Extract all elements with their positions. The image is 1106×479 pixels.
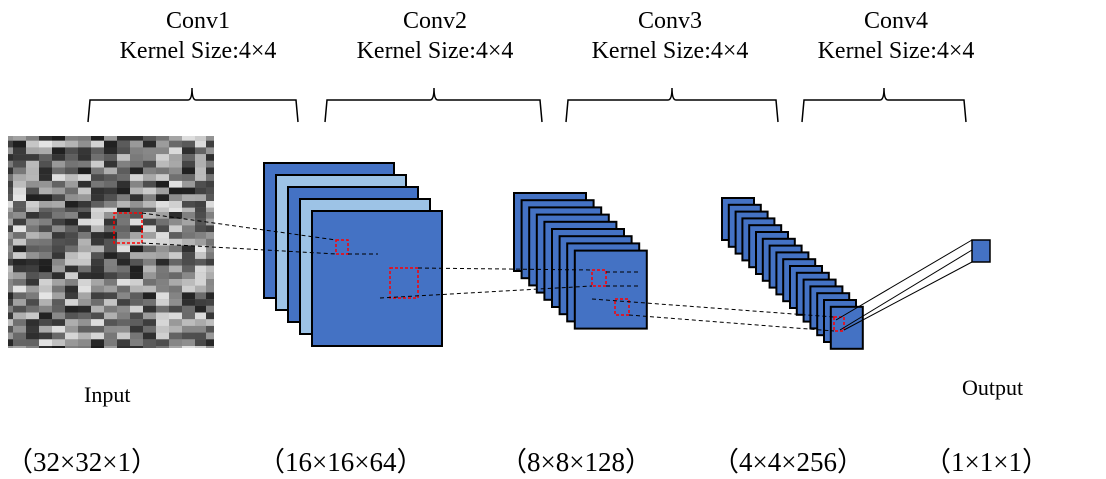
conv3-kernel-size: Kernel Size:4×4 <box>591 38 749 64</box>
input-receptive-field <box>113 212 143 244</box>
conv1-header: Conv1 Kernel Size:4×4 <box>78 6 318 66</box>
conv2-dimensions: （8×8×128） <box>500 447 652 477</box>
output-label: Output <box>962 375 1024 400</box>
conv1-receptive-field-a <box>335 239 349 255</box>
input-label: Input <box>84 382 131 407</box>
conv2-kernel-size: Kernel Size:4×4 <box>356 38 514 64</box>
conv2-receptive-field-a <box>591 269 607 287</box>
conv2-header: Conv2 Kernel Size:4×4 <box>315 6 555 66</box>
conv2-brace <box>324 87 543 123</box>
conv4-header: Conv4 Kernel Size:4×4 <box>776 6 1016 66</box>
receptive-fields <box>113 212 845 332</box>
conv4-title: Conv4 <box>863 8 928 34</box>
conv3-receptive-field <box>833 316 845 332</box>
conv1-kernel-size: Kernel Size:4×4 <box>119 38 277 64</box>
connection-lines <box>141 212 835 332</box>
conv3-brace <box>565 87 779 123</box>
output-connections <box>835 239 973 331</box>
conv2-receptive-field-b <box>614 298 630 316</box>
input-dimensions: （32×32×1） <box>6 447 158 477</box>
braces <box>87 87 967 123</box>
conv1-dimensions: （16×16×64） <box>258 447 424 477</box>
conv1-receptive-field-b <box>389 267 419 299</box>
conv2-title: Conv2 <box>402 8 467 34</box>
conv1-feature-maps <box>263 162 443 347</box>
conv3-feature-maps <box>721 197 864 350</box>
conv4-brace <box>801 87 967 123</box>
output-node <box>971 239 991 263</box>
output-dimensions: （1×1×1） <box>924 447 1049 477</box>
conv3-dimensions: （4×4×256） <box>712 447 864 477</box>
feature-map <box>311 210 443 347</box>
conv3-title: Conv3 <box>637 8 702 34</box>
conv1-title: Conv1 <box>165 8 230 34</box>
conv4-kernel-size: Kernel Size:4×4 <box>817 38 975 64</box>
conv1-brace <box>87 87 299 123</box>
feature-map <box>573 249 648 330</box>
conv3-header: Conv3 Kernel Size:4×4 <box>550 6 790 66</box>
feature-map <box>829 305 864 350</box>
input-image <box>8 136 214 348</box>
conv2-feature-maps <box>513 192 648 330</box>
